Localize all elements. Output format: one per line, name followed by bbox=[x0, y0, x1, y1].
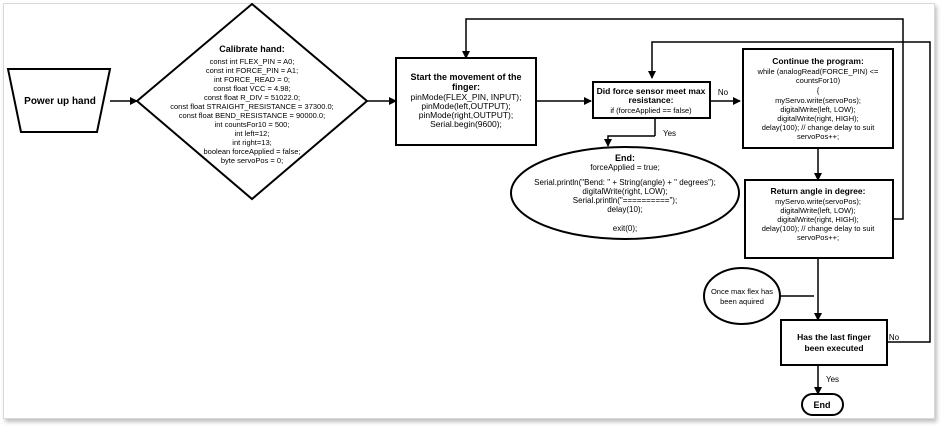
continue-title: Continue the program: bbox=[772, 56, 864, 66]
node-end-terminal: End bbox=[801, 393, 844, 416]
calibrate-line: const float STRAIGHT_RESISTANCE = 37300.… bbox=[170, 102, 333, 111]
calibrate-title: Calibrate hand: bbox=[219, 44, 285, 54]
calibrate-line: const int FORCE_PIN = A1; bbox=[206, 66, 298, 75]
max-flex-line: Once max flex has bbox=[711, 287, 773, 296]
calibrate-line: int countsFor10 = 500; bbox=[215, 120, 290, 129]
node-max-flex-note: Once max flex has been aquired bbox=[703, 267, 781, 325]
continue-line: delay(100); // change delay to suit bbox=[762, 123, 875, 132]
end-block-line: Serial.println("Bend: " + String(angle) … bbox=[534, 178, 716, 187]
node-continue-program: Continue the program: while (analogRead(… bbox=[742, 48, 894, 149]
return-line: myServo.write(servoPos); bbox=[775, 197, 861, 206]
end-terminal-label: End bbox=[814, 400, 831, 410]
decision-condition: if (forceApplied == false) bbox=[610, 106, 692, 115]
start-line: pinMode(left,OUTPUT); bbox=[421, 101, 510, 111]
edge-label-yes-last-finger: Yes bbox=[826, 375, 839, 384]
node-calibrate-hand: Calibrate hand: const int FLEX_PIN = A0;… bbox=[135, 2, 369, 201]
calibrate-line: byte servoPos = 0; bbox=[221, 156, 283, 165]
last-finger-line: been executed bbox=[804, 343, 863, 353]
calibrate-line: const float R_DIV = 51022.0; bbox=[204, 93, 300, 102]
decision-title: resistance: bbox=[629, 95, 674, 105]
return-title: Return angle in degree: bbox=[771, 186, 866, 196]
continue-line: digitalWrite(right, HIGH); bbox=[777, 114, 859, 123]
end-block-title: End: bbox=[615, 153, 635, 163]
node-return-angle: Return angle in degree: myServo.write(se… bbox=[744, 179, 894, 259]
continue-line: servoPos++; bbox=[797, 132, 839, 141]
end-block-line: forceApplied = true; bbox=[590, 163, 660, 172]
return-line: digitalWrite(left, LOW); bbox=[780, 206, 855, 215]
edge-return-loop-to-start bbox=[462, 18, 904, 220]
calibrate-line: int FORCE_READ = 0; bbox=[214, 75, 290, 84]
end-block-line: Serial.println("=========="); bbox=[573, 196, 677, 205]
connectors bbox=[110, 18, 931, 395]
edge-label-no-last-finger: No bbox=[889, 333, 900, 342]
start-title: Start the movement of the bbox=[410, 72, 521, 82]
node-power-up-hand: Power up hand bbox=[6, 68, 112, 133]
start-line: pinMode(right,OUTPUT); bbox=[419, 110, 513, 120]
edge-decision-yes-to-end bbox=[604, 135, 655, 147]
end-block-line: digitalWrite(right, LOW); bbox=[582, 187, 667, 196]
continue-line: { bbox=[817, 86, 820, 95]
calibrate-line: const int FLEX_PIN = A0; bbox=[210, 57, 295, 66]
continue-line: while (analogRead(FORCE_PIN) <= bbox=[757, 67, 880, 76]
calibrate-line: const float VCC = 4.98; bbox=[213, 84, 290, 93]
node-end-block: End: forceApplied = true; Serial.println… bbox=[510, 146, 740, 240]
end-block-line: exit(0); bbox=[613, 224, 637, 233]
max-flex-line: been aquired bbox=[720, 297, 764, 306]
start-title: finger: bbox=[452, 82, 480, 92]
calibrate-line: boolean forceApplied = false; bbox=[204, 147, 301, 156]
calibrate-line: const float BEND_RESISTANCE = 90000.0; bbox=[179, 111, 325, 120]
edge-label-yes-decision: Yes bbox=[663, 129, 676, 138]
start-line: pinMode(FLEX_PIN, INPUT); bbox=[410, 92, 521, 102]
return-line: delay(100); // change delay to suit bbox=[762, 224, 875, 233]
last-finger-line: Has the last finger bbox=[797, 332, 871, 342]
return-line: servoPos++; bbox=[797, 233, 839, 242]
return-line: digitalWrite(right, HIGH); bbox=[777, 215, 859, 224]
edge-last-finger-no-loop bbox=[648, 41, 931, 343]
node-force-decision: Did force sensor meet max resistance: if… bbox=[592, 81, 711, 119]
continue-line: myServo.write(servoPos); bbox=[775, 96, 861, 105]
decision-title: Did force sensor meet max bbox=[597, 86, 706, 96]
power-up-label: Power up hand bbox=[24, 96, 96, 107]
start-line: Serial.begin(9600); bbox=[430, 119, 502, 129]
edge-label-no-decision: No bbox=[718, 88, 729, 97]
continue-line: countsFor10) bbox=[796, 76, 841, 85]
calibrate-line: int right=13; bbox=[232, 138, 271, 147]
node-last-finger-decision: Has the last finger been executed bbox=[780, 319, 888, 366]
continue-line: digitalWrite(left, LOW); bbox=[780, 105, 855, 114]
end-block-line: delay(10); bbox=[607, 205, 643, 214]
calibrate-line: int left=12; bbox=[235, 129, 270, 138]
node-start-movement: Start the movement of the finger: pinMod… bbox=[395, 57, 537, 146]
